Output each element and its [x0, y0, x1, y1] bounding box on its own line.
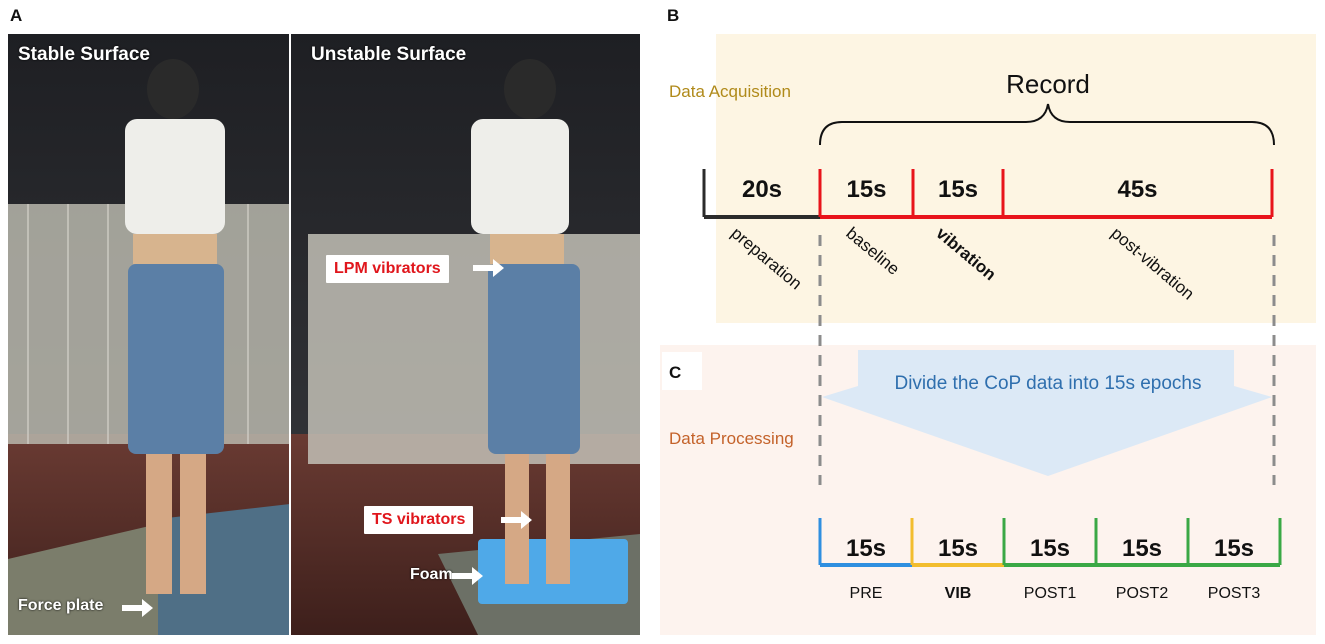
lpm-vibrators-label: LPM vibrators — [326, 255, 449, 283]
stable-surface-title: Stable Surface — [18, 44, 150, 65]
epoch-label-4: POST3 — [1208, 585, 1261, 602]
ts-vibrators-label: TS vibrators — [364, 506, 474, 534]
acquisition-background — [716, 34, 1316, 323]
lpm-arrow-icon — [473, 259, 504, 277]
panel-label-c: C — [669, 363, 681, 382]
divide-wedge — [822, 350, 1272, 476]
record-label: Record — [1006, 69, 1090, 99]
epoch-duration-4: 15s — [1214, 535, 1254, 562]
photo-illustration — [8, 34, 640, 635]
record-brace — [819, 103, 1275, 146]
acq-duration-3: 45s — [1117, 176, 1157, 203]
person-left — [125, 59, 225, 594]
unstable-surface-title: Unstable Surface — [311, 44, 467, 65]
epoch-duration-0: 15s — [846, 535, 886, 562]
panel-label-b: B — [667, 6, 680, 25]
epoch-label-3: POST2 — [1116, 585, 1169, 602]
epoch-duration-2: 15s — [1030, 535, 1070, 562]
epoch-label-0: PRE — [850, 585, 883, 602]
data-processing-label: Data Processing — [669, 429, 794, 448]
epoch-duration-3: 15s — [1122, 535, 1162, 562]
acq-duration-0: 20s — [742, 176, 782, 203]
acq-duration-1: 15s — [846, 176, 886, 203]
person-right — [471, 59, 580, 584]
force-plate-arrow-icon — [122, 599, 153, 617]
panel-label-a: A — [10, 6, 23, 25]
data-acquisition-label: Data Acquisition — [669, 82, 791, 101]
epoch-duration-1: 15s — [938, 535, 978, 562]
photo-panel: Stable Surface Unstable Surface LPM vibr… — [8, 34, 640, 635]
epoch-label-2: POST1 — [1024, 585, 1077, 602]
divide-epochs-text: Divide the CoP data into 15s epochs — [894, 373, 1201, 394]
force-plate-label: Force plate — [18, 597, 104, 614]
ts-arrow-icon — [501, 511, 532, 529]
foam-label: Foam — [410, 566, 453, 583]
foam-arrow-icon — [452, 567, 483, 585]
acq-duration-2: 15s — [938, 176, 978, 203]
epoch-label-1: VIB — [945, 585, 972, 602]
